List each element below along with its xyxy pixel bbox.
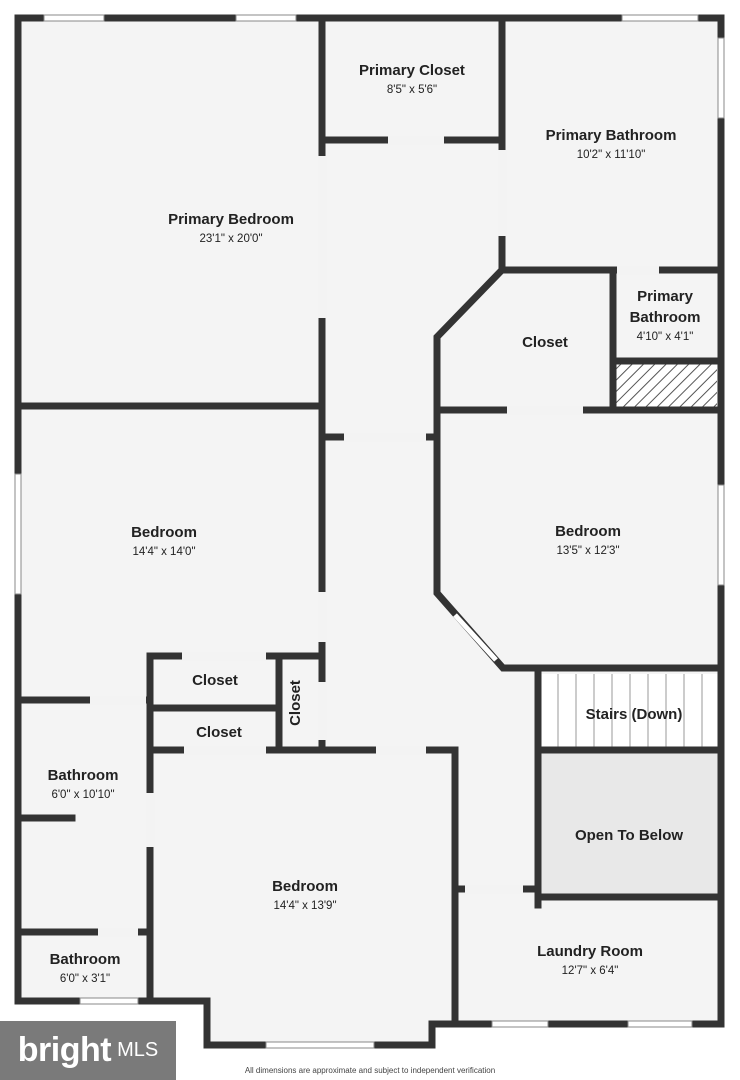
room-open-to-below: Open To Below xyxy=(575,827,683,844)
logo-suffix-text: MLS xyxy=(117,1039,159,1061)
room-bedroom-left: Bedroom 14'4" x 14'0" xyxy=(131,524,197,558)
room-name: Closet xyxy=(192,672,238,689)
room-bedroom-right: Bedroom 13'5" x 12'3" xyxy=(555,523,621,557)
room-name: Closet xyxy=(196,724,242,741)
room-name: Stairs (Down) xyxy=(586,706,683,723)
disclaimer-text: All dimensions are approximate and subje… xyxy=(244,1066,496,1075)
room-name: Bathroom xyxy=(48,767,119,784)
room-name: Bedroom xyxy=(272,878,338,895)
room-laundry: Laundry Room 12'7" x 6'4" xyxy=(537,943,643,977)
room-dimensions: 10'2" x 11'10" xyxy=(577,149,646,161)
room-closet-a: Closet xyxy=(192,672,238,689)
room-dimensions: 14'4" x 13'9" xyxy=(273,900,336,912)
room-name: Primary Closet xyxy=(359,62,465,79)
room-dimensions: 6'0" x 3'1" xyxy=(60,973,110,985)
room-name: Bathroom xyxy=(50,951,121,968)
room-primary-bathroom: Primary Bathroom 10'2" x 11'10" xyxy=(546,127,677,161)
room-name: Primary Bedroom xyxy=(168,211,294,228)
stair-treads xyxy=(540,674,718,748)
bright-mls-logo: bright MLS xyxy=(0,1021,176,1080)
windows xyxy=(14,14,725,1049)
room-dimensions: 8'5" x 5'6" xyxy=(387,84,437,96)
room-closet-upper: Closet xyxy=(522,334,568,351)
room-name-line1: Primary xyxy=(637,288,694,305)
logo-brand-text: bright xyxy=(17,1031,112,1069)
room-bedroom-bottom: Bedroom 14'4" x 13'9" xyxy=(272,878,338,912)
open-to-below-area xyxy=(540,752,718,895)
room-dimensions: 6'0" x 10'10" xyxy=(51,789,114,801)
room-name: Closet xyxy=(287,680,304,726)
room-closet-b: Closet xyxy=(196,724,242,741)
room-dimensions: 13'5" x 12'3" xyxy=(556,545,619,557)
room-name: Primary Bathroom xyxy=(546,127,677,144)
room-bathroom-small-left: Bathroom 6'0" x 3'1" xyxy=(50,951,121,985)
door-openings xyxy=(90,136,659,937)
door-swing-diagonal xyxy=(453,613,498,662)
room-dimensions: 12'7" x 6'4" xyxy=(562,965,619,977)
room-name: Laundry Room xyxy=(537,943,643,960)
room-closet-vertical: Closet xyxy=(287,680,304,726)
room-dimensions: 23'1" x 20'0" xyxy=(199,233,262,245)
room-name: Bedroom xyxy=(131,524,197,541)
room-primary-bathroom-small: Primary Bathroom 4'10" x 4'1" xyxy=(630,288,701,343)
room-dimensions: 4'10" x 4'1" xyxy=(637,331,694,343)
room-name: Bedroom xyxy=(555,523,621,540)
mechanical-shaft-hatch xyxy=(616,364,717,408)
room-bathroom-left: Bathroom 6'0" x 10'10" xyxy=(48,767,119,801)
room-stairs: Stairs (Down) xyxy=(586,706,683,723)
room-name-line2: Bathroom xyxy=(630,309,701,326)
room-primary-closet: Primary Closet 8'5" x 5'6" xyxy=(359,62,465,96)
room-name: Closet xyxy=(522,334,568,351)
room-primary-bedroom: Primary Bedroom 23'1" x 20'0" xyxy=(168,211,294,245)
room-dimensions: 14'4" x 14'0" xyxy=(132,546,195,558)
room-name: Open To Below xyxy=(575,827,683,844)
